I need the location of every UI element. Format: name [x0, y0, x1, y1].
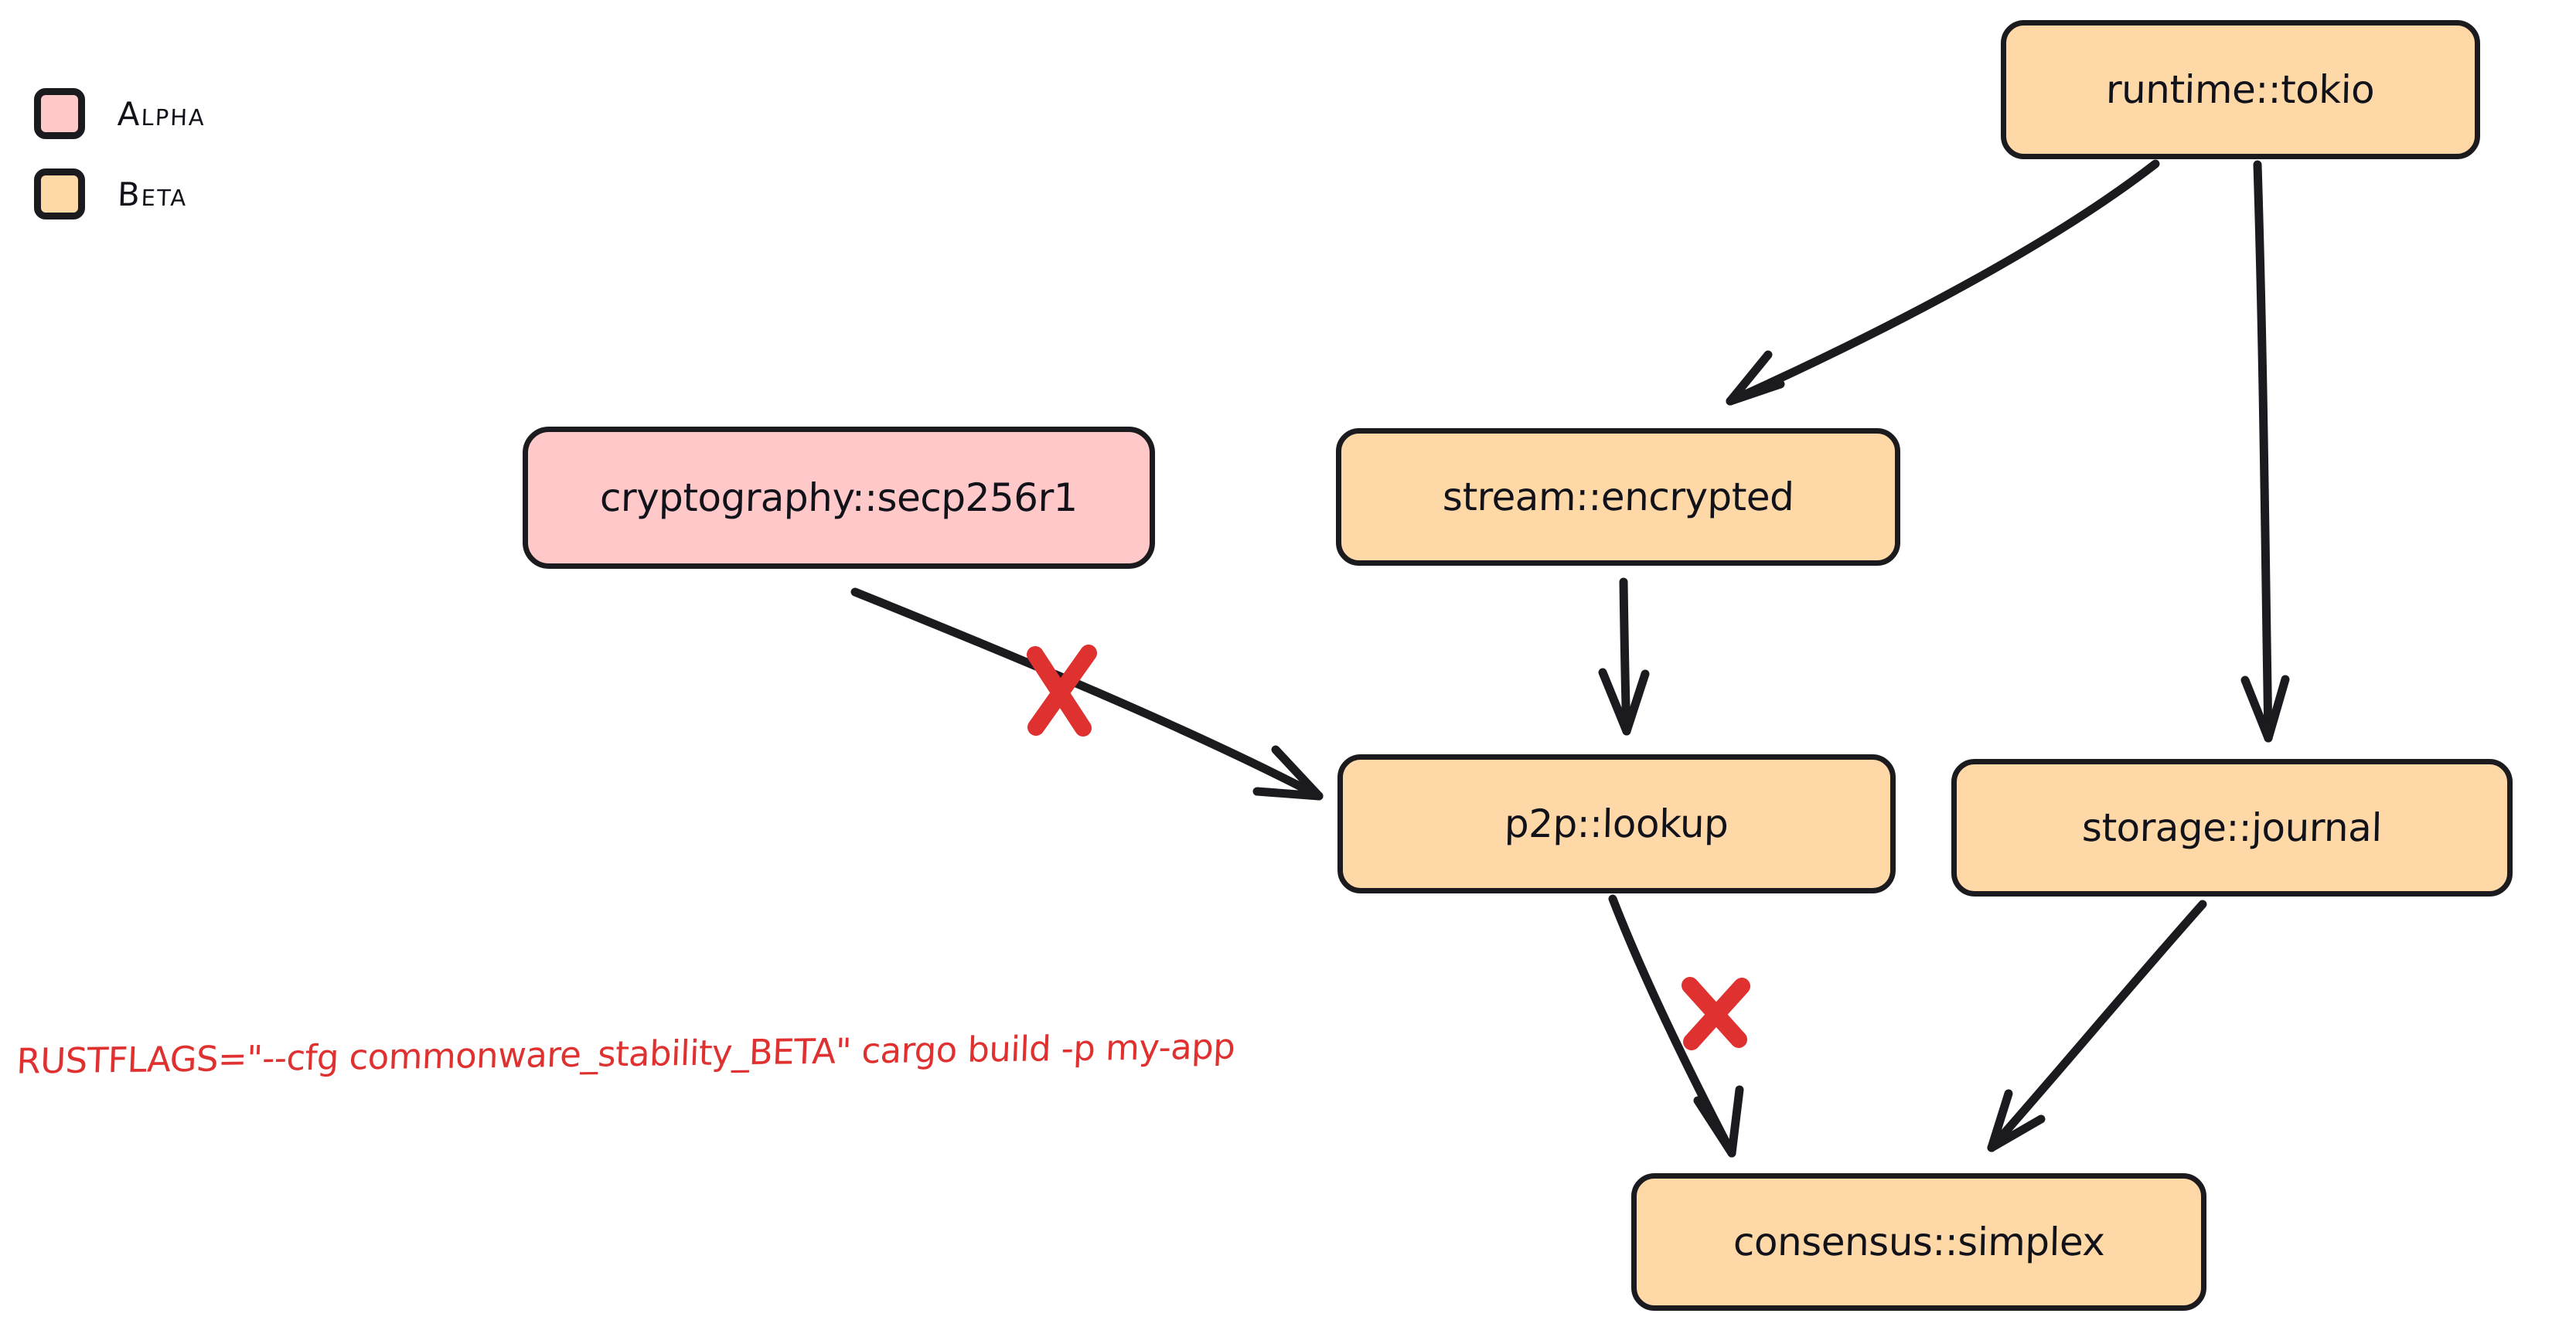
edge-runtime-tokio-to-stream-encrypted — [1726, 159, 2160, 406]
node-label-cryptography-secp256r1: cryptography::secp256r1 — [599, 475, 1078, 520]
node-runtime-tokio[interactable]: runtime::tokio — [2001, 20, 2480, 159]
node-label-runtime-tokio: runtime::tokio — [2105, 67, 2376, 112]
legend-swatch-beta — [34, 168, 85, 219]
legend-swatch-alpha — [34, 88, 85, 139]
legend: Alpha Beta — [34, 83, 206, 244]
node-p2p-lookup[interactable]: p2p::lookup — [1337, 754, 1896, 893]
node-label-storage-journal: storage::journal — [2081, 805, 2383, 850]
blocked-x-icon — [1027, 645, 1097, 737]
edge-runtime-tokio-to-storage-journal — [2240, 160, 2290, 743]
node-stream-encrypted[interactable]: stream::encrypted — [1336, 428, 1900, 566]
edge-cryptography-secp256r1-to-p2p-lookup — [850, 587, 1324, 801]
node-label-stream-encrypted: stream::encrypted — [1442, 475, 1794, 519]
node-cryptography-secp256r1[interactable]: cryptography::secp256r1 — [523, 427, 1155, 569]
edge-p2p-lookup-to-consensus-simplex — [1608, 894, 1750, 1158]
node-storage-journal[interactable]: storage::journal — [1951, 759, 2513, 897]
legend-item-beta: Beta — [34, 164, 206, 224]
legend-item-alpha: Alpha — [34, 83, 206, 144]
legend-label-alpha: Alpha — [117, 94, 206, 133]
edge-stream-encrypted-to-p2p-lookup — [1598, 577, 1650, 736]
legend-label-beta: Beta — [117, 175, 189, 213]
rustflags-caption: RUSTFLAGS="--cfg commonware_stability_BE… — [15, 1026, 1236, 1082]
blocked-x-icon — [1682, 977, 1750, 1050]
edge-storage-journal-to-consensus-simplex — [1987, 900, 2207, 1152]
node-label-p2p-lookup: p2p::lookup — [1504, 801, 1729, 846]
node-consensus-simplex[interactable]: consensus::simplex — [1631, 1173, 2206, 1311]
node-label-consensus-simplex: consensus::simplex — [1733, 1220, 2105, 1264]
